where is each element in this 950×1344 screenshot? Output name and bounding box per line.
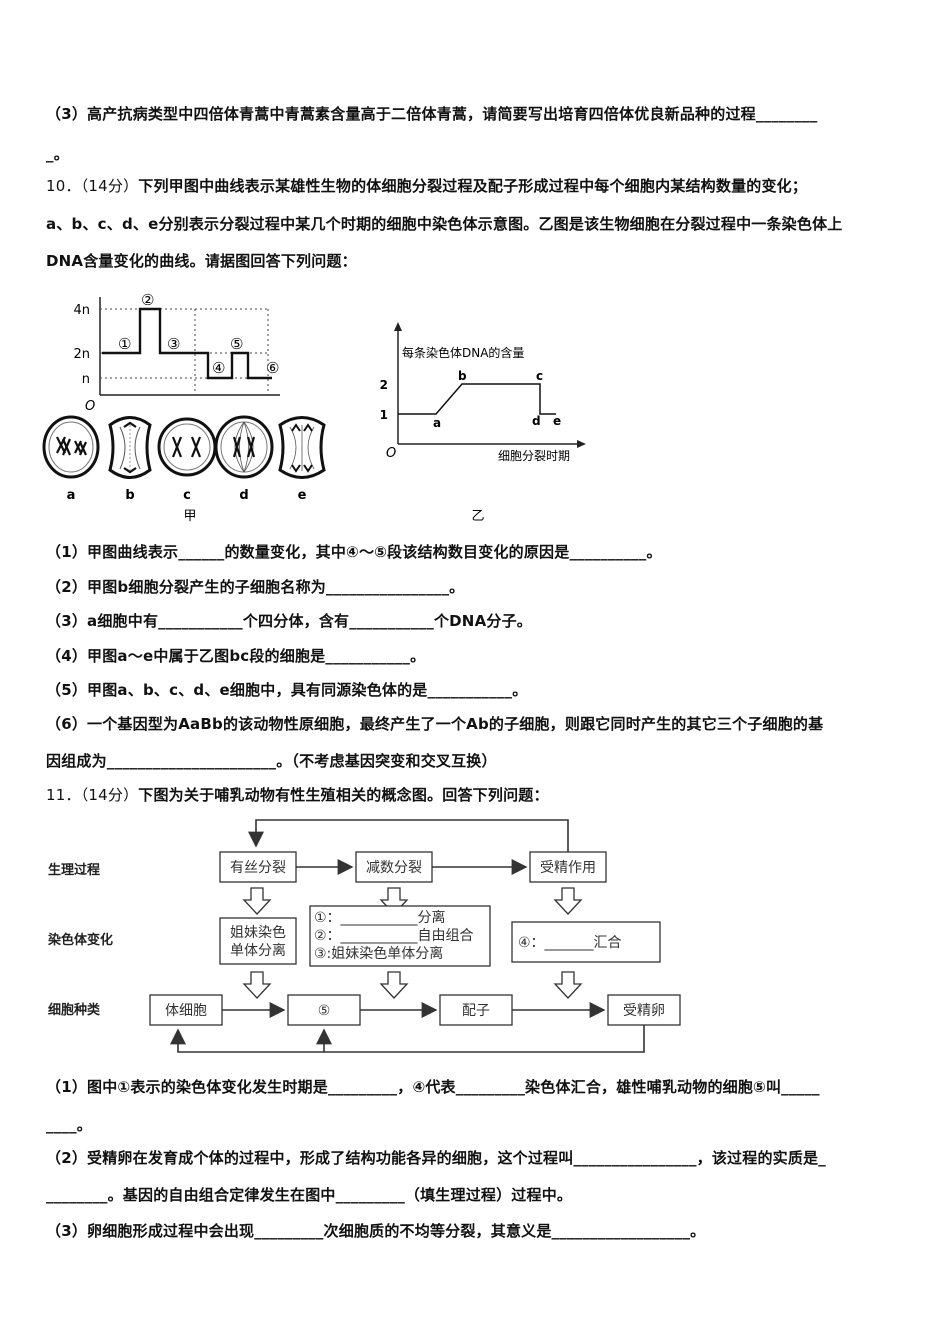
jia-origin: O	[85, 399, 95, 414]
cell-label-d: d	[239, 488, 248, 503]
cell-a	[42, 415, 100, 479]
box-mitosis-label: 有丝分裂	[230, 860, 286, 876]
jia-segment-1: ①	[118, 335, 131, 353]
jia-segment-5: ⑤	[230, 335, 243, 353]
jia-segment-3: ③	[167, 335, 180, 353]
q10-stem-line2: a、b、c、d、e分别表示分裂过程中某几个时期的细胞中染色体示意图。乙图是该生物…	[46, 215, 843, 233]
q10-stem-line1: 10．（14分）下列甲图中曲线表示某雄性生物的体细胞分裂过程及配子形成过程中每个…	[46, 175, 807, 196]
jia-segment-4: ④	[212, 359, 225, 377]
row-label-chromosome: 染色体变化	[47, 932, 113, 948]
box-meiosis	[355, 851, 433, 883]
cell-d	[214, 415, 274, 479]
figure-jia: 4n 2n n O ① ② ③ ④ ⑤ ⑥	[42, 291, 326, 524]
q10-number: 10．	[46, 177, 81, 195]
box-zygote	[607, 994, 681, 1026]
box-cell-5	[287, 994, 361, 1026]
box-mitosis	[219, 851, 297, 883]
q11-sub3: （3）卵细胞形成过程中会出现_________次细胞质的不均等分裂，其意义是__…	[46, 1222, 706, 1240]
box-zygote-label: 受精卵	[623, 1003, 665, 1019]
box-somatic-cell-label: 体细胞	[165, 1003, 207, 1019]
q9-part3-line1: （3）高产抗病类型中四倍体青蒿中青蒿素含量高于二倍体青蒿，请简要写出培育四倍体优…	[46, 105, 818, 123]
yi-tick-2: 2	[380, 378, 388, 392]
meiosis-change-1: ①：___________分离	[314, 909, 446, 926]
q11-sub1-line1: （1）图中①表示的染色体变化发生时期是_________，④代表________…	[46, 1078, 820, 1096]
cell-label-c: c	[183, 488, 191, 503]
q11-stem: 11．（14分）下图为关于哺乳动物有性生殖相关的概念图。回答下列问题：	[46, 784, 549, 805]
yi-xlabel: 细胞分裂时期	[498, 449, 570, 463]
jia-segment-2: ②	[141, 291, 154, 309]
figure-jia-caption: 甲	[183, 509, 196, 524]
q10-sub3: （3）a细胞中有___________个四分体，含有___________个DN…	[46, 612, 532, 630]
box-sister-separation-line2: 单体分离	[230, 942, 286, 959]
figure-yi: 每条染色体DNA的含量 2 1 O a b c d e 细胞分裂时期 乙	[380, 322, 586, 524]
box-fertilization-label: 受精作用	[540, 860, 596, 876]
q10-stem-line3: DNA含量变化的曲线。请据图回答下列问题：	[46, 252, 357, 270]
q11-number: 11．	[46, 786, 81, 804]
yi-tick-1: 1	[380, 408, 388, 422]
box-somatic-cell	[149, 994, 223, 1026]
q11-sub2-line1: （2）受精卵在发育成个体的过程中，形成了结构功能各异的细胞，这个过程叫_____…	[46, 1149, 826, 1167]
yi-title: 每条染色体DNA的含量	[402, 345, 524, 360]
cell-label-e: e	[298, 488, 307, 503]
box-fusion-label: ④：_______汇合	[518, 935, 622, 951]
cell-e	[278, 416, 326, 479]
meiosis-change-2: ②：___________自由组合	[314, 928, 474, 944]
box-cell-5-label: ⑤	[318, 1003, 331, 1019]
q11-sub1-line2: ____。	[46, 1116, 93, 1134]
yi-point-c: c	[536, 369, 543, 383]
meiosis-change-3: ③:姐妹染色单体分离	[314, 945, 443, 962]
q11-sub2-line2: ________。基因的自由组合定律发生在图中_________（填生理过程）过…	[46, 1186, 573, 1204]
box-fertilization	[529, 851, 607, 883]
jia-y-label-2n: 2n	[73, 347, 90, 362]
row-label-process: 生理过程	[48, 862, 100, 878]
box-fusion	[511, 921, 661, 963]
yi-point-a: a	[433, 416, 441, 430]
box-gamete	[439, 994, 513, 1026]
q11-stem-text: 下图为关于哺乳动物有性生殖相关的概念图。回答下列问题：	[138, 786, 549, 804]
box-meiosis-label: 减数分裂	[366, 860, 422, 876]
concept-diagram: 生理过程 染色体变化 细胞种类 有丝分裂 减数分裂 受精作用 姐妹染色 单体分离…	[47, 819, 681, 1053]
q10-sub6-line2: 因组成为______________________。（不考虑基因突变和交叉互换…	[46, 752, 497, 770]
q10-stem-text: 下列甲图中曲线表示某雄性生物的体细胞分裂过程及配子形成过程中每个细胞内某结构数量…	[138, 177, 808, 195]
jia-segment-6: ⑥	[266, 359, 279, 377]
jia-y-label-n: n	[82, 372, 90, 387]
cell-b	[108, 416, 152, 479]
yi-point-d: d	[532, 414, 541, 428]
q10-sub5: （5）甲图a、b、c、d、e细胞中，具有同源染色体的是___________。	[46, 681, 528, 699]
q11-score: （14分）	[80, 786, 139, 804]
q9-part3-line2: _。	[46, 145, 69, 163]
yi-point-e: e	[553, 414, 561, 428]
yi-origin: O	[386, 446, 396, 461]
figure-yi-caption: 乙	[471, 509, 484, 524]
box-meiosis-changes	[309, 905, 491, 967]
box-gamete-label: 配子	[462, 1003, 490, 1019]
cell-c	[157, 417, 217, 477]
row-label-cell-type: 细胞种类	[48, 1002, 101, 1018]
q10-sub1: （1）甲图曲线表示______的数量变化，其中④～⑤段该结构数目变化的原因是__…	[46, 543, 662, 561]
cell-label-b: b	[125, 488, 134, 503]
jia-y-label-4n: 4n	[73, 303, 90, 318]
cell-label-a: a	[67, 488, 76, 503]
q10-sub6-line1: （6）一个基因型为AaBb的该动物性原细胞，最终产生了一个Ab的子细胞，则跟它同…	[46, 715, 824, 733]
q10-sub4: （4）甲图a～e中属于乙图bc段的细胞是___________。	[46, 647, 426, 665]
box-sister-separation-line1: 姐妹染色	[230, 924, 286, 941]
q10-score: （14分）	[80, 177, 139, 195]
yi-point-b: b	[458, 369, 467, 383]
box-sister-separation	[219, 917, 297, 965]
q10-sub2: （2）甲图b细胞分裂产生的子细胞名称为________________。	[46, 578, 465, 596]
